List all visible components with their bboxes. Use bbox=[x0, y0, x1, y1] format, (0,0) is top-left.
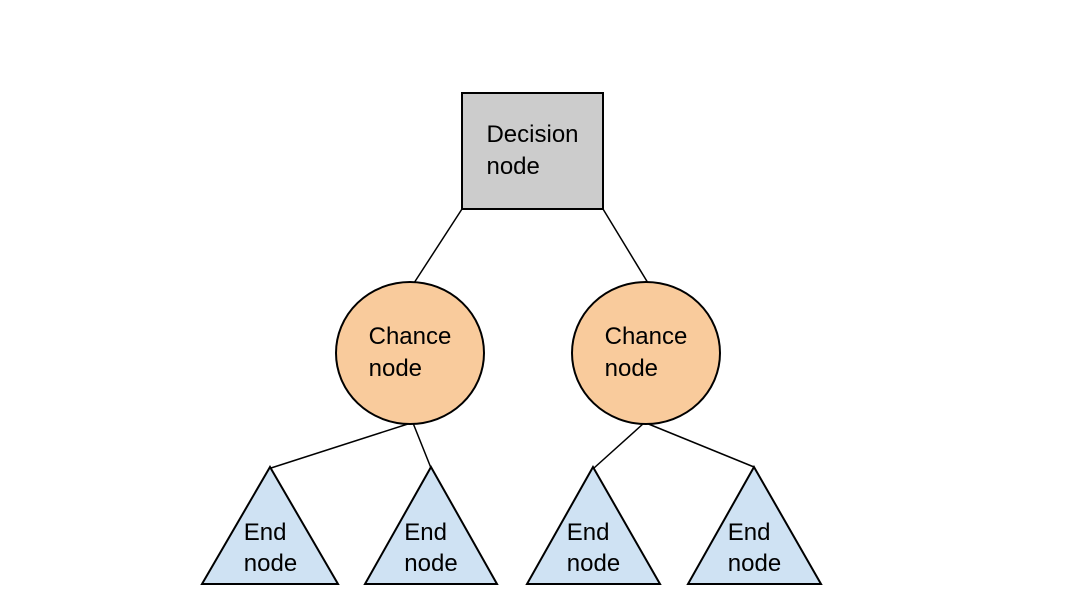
end-node-1-shape bbox=[200, 465, 340, 585]
edge-decision-to-chance-left bbox=[413, 208, 463, 284]
edge-chance-right-to-end-3 bbox=[593, 422, 645, 469]
decision-node-shape bbox=[461, 92, 604, 210]
end-node-2-shape bbox=[363, 464, 499, 585]
edge-chance-left-to-end-2 bbox=[412, 422, 432, 469]
end-node-3-shape bbox=[525, 464, 662, 585]
chance-node-left-shape bbox=[335, 281, 485, 425]
edge-chance-right-to-end-4 bbox=[645, 422, 755, 468]
edge-decision-to-chance-right bbox=[602, 208, 649, 284]
edge-chance-left-to-end-1 bbox=[270, 422, 412, 469]
chance-node-right-shape bbox=[571, 281, 721, 425]
end-node-4-shape bbox=[686, 464, 823, 585]
